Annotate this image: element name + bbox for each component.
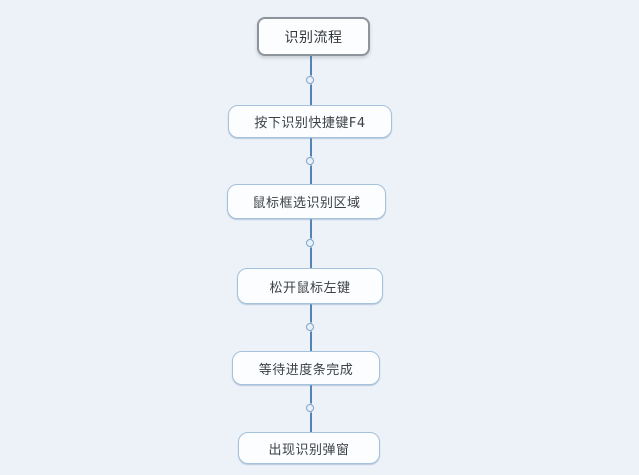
node-label: 鼠标框选识别区域 xyxy=(252,196,361,211)
connector-junction-dot xyxy=(306,404,314,412)
connector-junction-dot xyxy=(306,157,314,165)
flow-node-step-3[interactable]: 松开鼠标左键 xyxy=(237,268,383,304)
flow-node-step-1[interactable]: 按下识别快捷键F4 xyxy=(228,105,392,138)
node-label: 等待进度条完成 xyxy=(258,362,354,378)
flow-node-root[interactable]: 识别流程 xyxy=(257,17,370,56)
node-label: 按下识别快捷键F4 xyxy=(254,116,366,131)
connector-junction-dot xyxy=(306,323,314,331)
connector-junction-dot xyxy=(306,76,314,84)
flow-node-step-4[interactable]: 等待进度条完成 xyxy=(232,351,380,385)
flow-node-step-2[interactable]: 鼠标框选识别区域 xyxy=(227,184,386,219)
node-label: 松开鼠标左键 xyxy=(269,280,351,296)
node-label: 识别流程 xyxy=(284,29,343,46)
connector-junction-dot xyxy=(306,239,314,247)
flow-node-step-5[interactable]: 出现识别弹窗 xyxy=(238,432,380,464)
node-label: 出现识别弹窗 xyxy=(268,442,350,458)
